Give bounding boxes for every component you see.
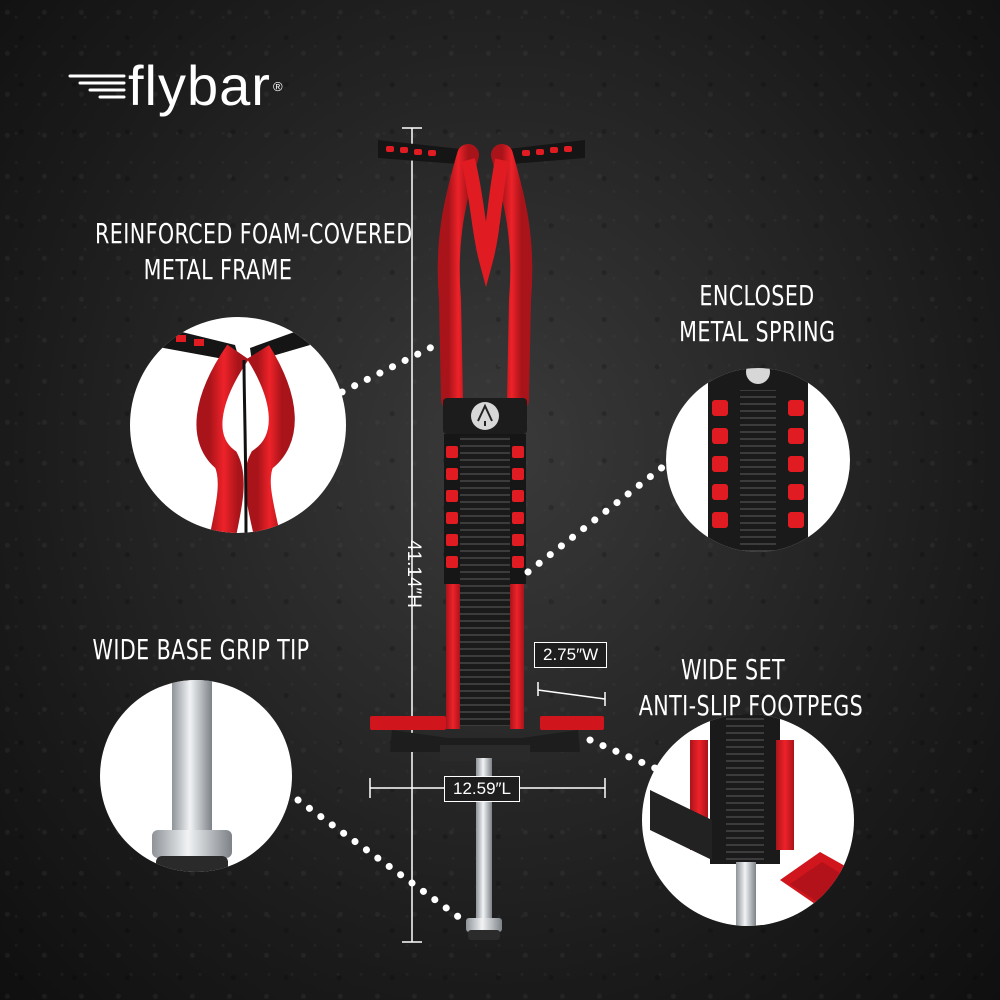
callout-frame: REINFORCED FOAM-COVERED METAL FRAME bbox=[95, 217, 413, 286]
handlebar bbox=[378, 140, 585, 411]
width-dimension-label: 2.75″W bbox=[534, 642, 608, 668]
callout-spring: ENCLOSED METAL SPRING bbox=[679, 279, 836, 348]
callout-footpegs: WIDE SET ANTI-SLIP FOOTPEGS bbox=[638, 653, 864, 722]
length-dimension-label: 12.59″L bbox=[444, 776, 521, 802]
height-dimension-label: 41.14″H bbox=[403, 540, 424, 608]
footpegs bbox=[370, 716, 604, 761]
wing-icon bbox=[68, 74, 126, 99]
detail-circle-footpegs bbox=[642, 714, 854, 926]
detail-circle-tip bbox=[100, 680, 292, 872]
callout-tip: WIDE BASE GRIP TIP bbox=[92, 633, 310, 666]
registered-mark: ® bbox=[272, 78, 284, 94]
brand-logo: flybar ® bbox=[68, 58, 284, 114]
detail-circle-frame bbox=[130, 317, 346, 533]
height-dimension-line bbox=[402, 127, 422, 943]
brand-name: flybar bbox=[128, 54, 271, 117]
detail-circle-spring bbox=[666, 368, 850, 552]
